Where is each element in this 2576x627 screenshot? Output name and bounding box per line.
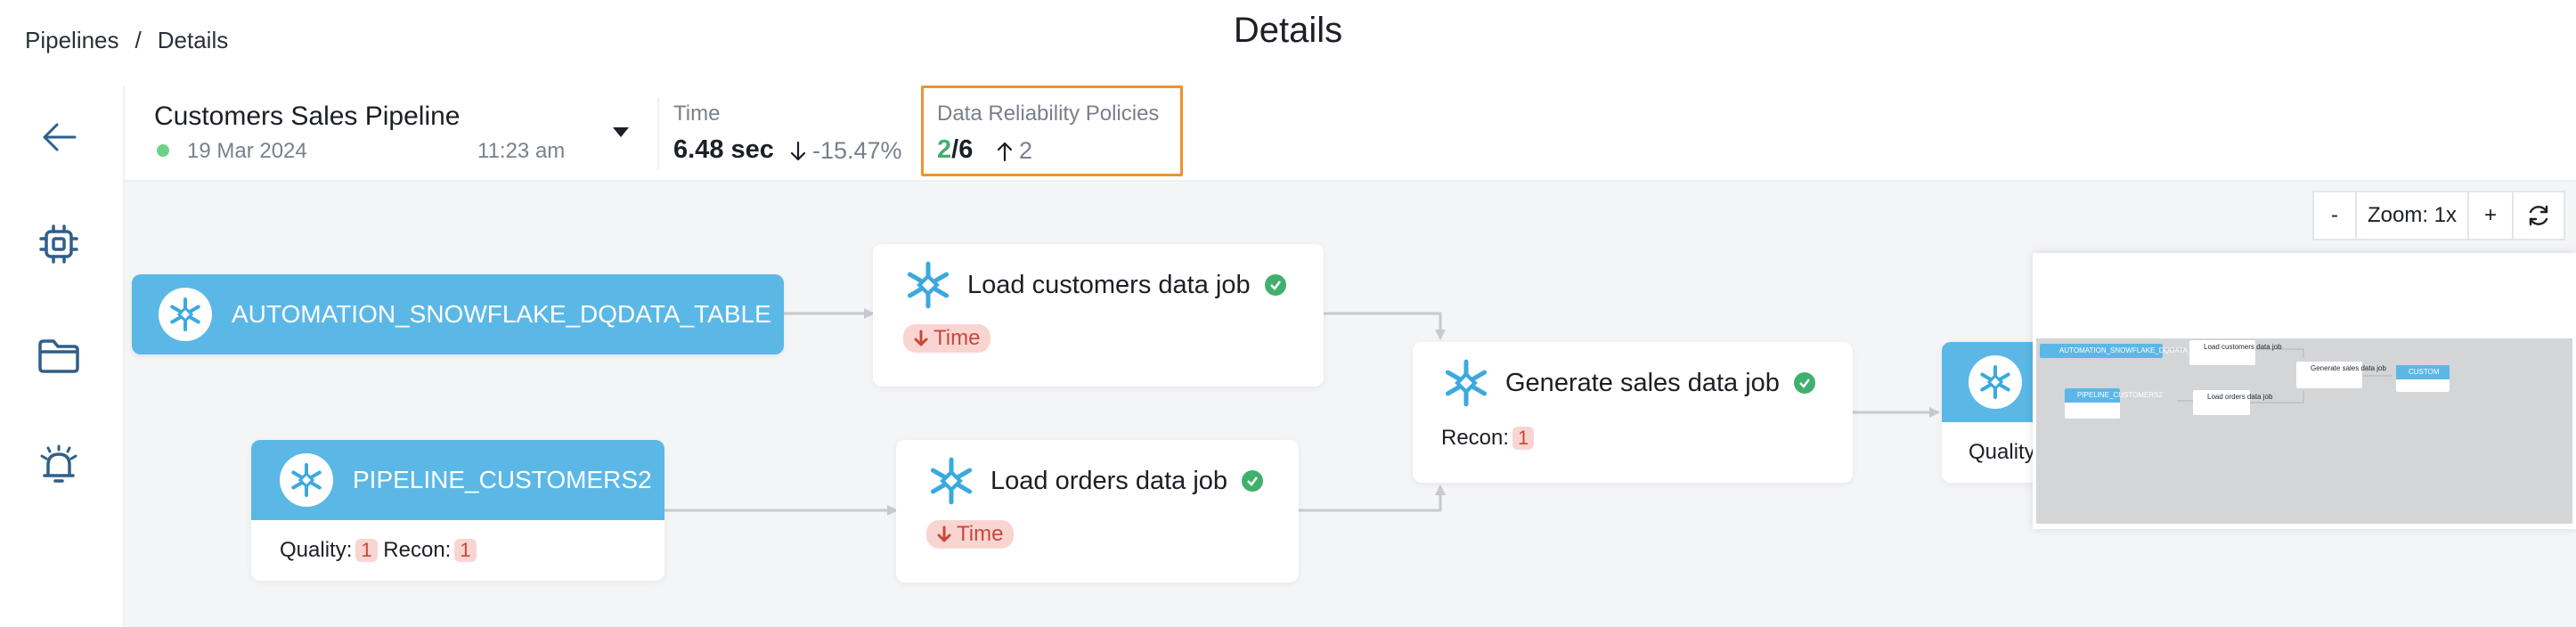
drp-value: 2/6: [937, 135, 973, 165]
time-metric-delta-value: -15.47%: [812, 137, 902, 164]
pipeline-time: 11:23 am: [477, 139, 566, 163]
compute-nav-button[interactable]: [30, 216, 87, 273]
minimap-node-job2: Load orders data job: [2193, 390, 2272, 415]
quality-count-badge: 1: [355, 539, 378, 562]
source-node-header: PIPELINE_CUSTOMERS2: [251, 440, 664, 520]
arrow-down-icon: [790, 141, 806, 160]
snowflake-icon: [930, 457, 973, 505]
edge-job2-job3: [1299, 484, 1446, 512]
job-title: Generate sales data job: [1505, 368, 1780, 397]
drp-delta: 2: [996, 137, 1032, 165]
badge-label: Time: [957, 522, 1004, 546]
time-alert-badge: Time: [903, 324, 991, 353]
zoom-level: Zoom: 1x: [2357, 192, 2469, 239]
arrow-up-icon: [997, 142, 1013, 161]
success-check-icon: [1793, 372, 1815, 394]
recon-label: Recon:: [1441, 426, 1510, 450]
snowflake-icon: [907, 261, 950, 309]
drp-total-count: /6: [951, 135, 974, 164]
job-node-metrics: Recon:1: [1441, 426, 1535, 451]
breadcrumb-pipelines-link[interactable]: Pipelines: [25, 27, 119, 53]
snowflake-icon: [1969, 355, 2022, 409]
job-title: Load orders data job: [990, 466, 1228, 495]
folder-nav-button[interactable]: [30, 328, 87, 385]
edge-job1-job3: [1324, 312, 1446, 340]
minimap-viewport[interactable]: AUTOMATION_SNOWFLAKE_DQDATA_TABLE PIPELI…: [2036, 338, 2572, 524]
page-title: Details: [1233, 11, 1343, 50]
minimap-node-partial: CUSTOM: [2396, 365, 2450, 392]
alarm-bell-icon: [40, 444, 77, 483]
arrow-down-icon: [937, 525, 951, 542]
header-divider: [657, 98, 659, 169]
zoom-controls: - Zoom: 1x +: [2312, 191, 2565, 240]
recon-count-badge: 1: [454, 539, 477, 562]
source-node-title: AUTOMATION_SNOWFLAKE_DQDATA_TABLE: [232, 300, 771, 328]
job-node-load-customers[interactable]: Load customers data job Time: [873, 244, 1324, 387]
job-node-load-orders[interactable]: Load orders data job Time: [896, 440, 1299, 582]
pipeline-name: Customers Sales Pipeline: [154, 102, 461, 131]
pipeline-status-dot: [157, 144, 169, 157]
drp-delta-value: 2: [1019, 137, 1033, 164]
time-metric-value: 6.48 sec: [673, 135, 774, 164]
arrow-left-icon: [43, 123, 77, 151]
minimap-node-job3: Generate sales data job: [2296, 362, 2386, 388]
minimap-node-partial-title: CUSTOM: [2396, 365, 2450, 379]
minimap-node-src2: PIPELINE_CUSTOMERS2: [2065, 388, 2163, 419]
job-node-generate-sales[interactable]: Generate sales data job Recon:1: [1413, 342, 1853, 483]
source-node-metrics: Quality:1 Recon:1: [280, 538, 477, 563]
recon-label: Recon:: [383, 538, 452, 562]
breadcrumb-separator: /: [135, 27, 142, 53]
zoom-in-button[interactable]: +: [2469, 192, 2514, 239]
snowflake-icon: [1445, 359, 1488, 407]
refresh-icon: [2529, 205, 2548, 226]
source-node-pipeline-customers2[interactable]: PIPELINE_CUSTOMERS2 Quality:1 Recon:1: [251, 440, 664, 581]
alerts-nav-button[interactable]: [30, 436, 87, 493]
recon-count-badge: 1: [1512, 427, 1535, 450]
pipeline-date: 19 Mar 2024: [187, 139, 307, 163]
left-rail: [0, 86, 125, 627]
folder-icon: [38, 339, 79, 373]
minimap-node-job1: Load customers data job: [2189, 340, 2282, 365]
data-reliability-policies-panel[interactable]: [921, 86, 1183, 176]
breadcrumb: Pipelines / Details: [25, 27, 228, 54]
drp-label: Data Reliability Policies: [937, 102, 1160, 126]
pipeline-run-dropdown[interactable]: [613, 127, 629, 137]
back-button[interactable]: [30, 109, 87, 166]
time-metric-label: Time: [673, 102, 721, 126]
success-check-icon: [1242, 470, 1264, 492]
zoom-out-button[interactable]: -: [2314, 192, 2357, 239]
arrow-down-icon: [914, 330, 928, 346]
time-metric-delta: -15.47%: [789, 137, 902, 165]
source-node-title: PIPELINE_CUSTOMERS2: [353, 466, 652, 493]
partial-node-quality-label: Quality: [1969, 440, 2035, 464]
time-alert-badge: Time: [926, 520, 1015, 549]
minimap-node-src2-title: PIPELINE_CUSTOMERS2: [2065, 388, 2163, 403]
snowflake-icon: [159, 288, 212, 341]
chip-icon: [39, 224, 78, 264]
breadcrumb-current: Details: [157, 27, 229, 53]
minimap-node-src1: AUTOMATION_SNOWFLAKE_DQDATA_TABLE: [2040, 344, 2213, 358]
badge-label: Time: [933, 326, 981, 350]
drp-passed-count: 2: [937, 135, 952, 164]
snowflake-icon: [280, 453, 333, 507]
success-check-icon: [1264, 274, 1286, 296]
source-node-automation-snowflake[interactable]: AUTOMATION_SNOWFLAKE_DQDATA_TABLE: [132, 274, 784, 354]
reset-view-button[interactable]: [2514, 192, 2564, 239]
pipeline-header: [125, 86, 2576, 182]
job-title: Load customers data job: [967, 270, 1251, 299]
quality-label: Quality:: [280, 538, 353, 562]
